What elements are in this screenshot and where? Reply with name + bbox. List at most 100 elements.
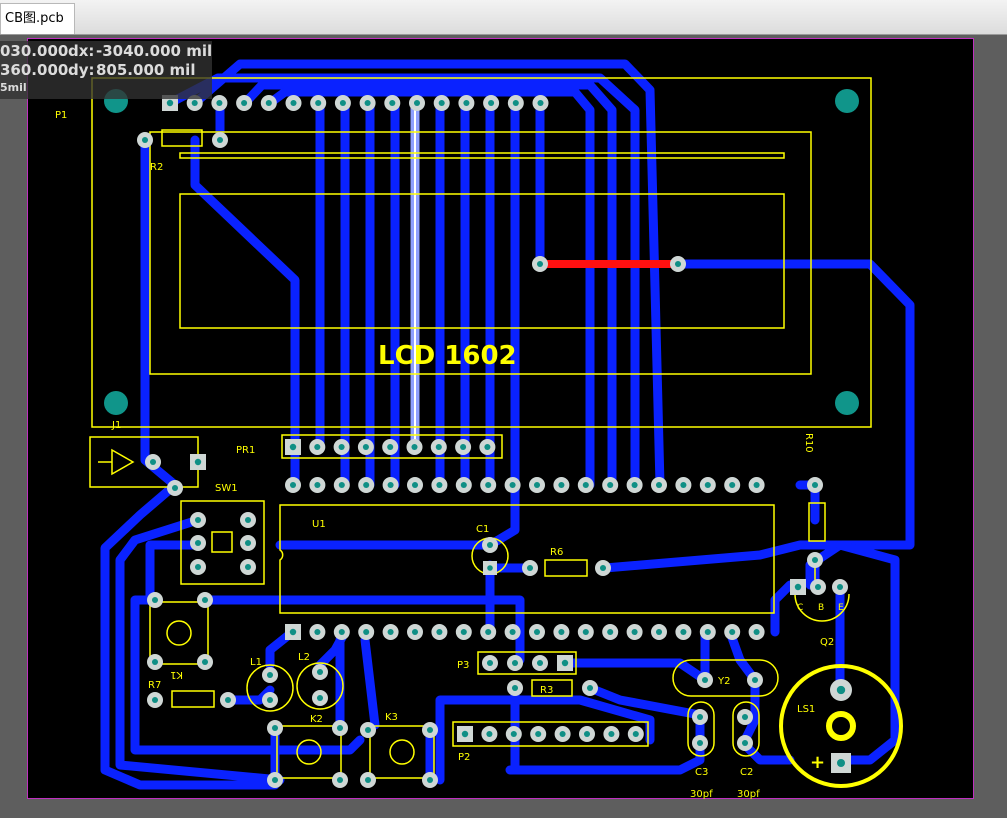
label-j1: J1: [111, 420, 121, 431]
pad-hole: [151, 696, 159, 704]
pad-hole: [510, 730, 517, 738]
pad-hole: [582, 628, 589, 636]
c3-outline: [687, 701, 715, 757]
label-l1: L1: [250, 657, 262, 668]
pad-hole: [436, 481, 443, 489]
track[interactable]: [240, 80, 617, 490]
pad-hole: [485, 628, 492, 636]
pad-hole: [608, 730, 615, 738]
pad-hole: [607, 481, 614, 489]
pad-hole: [696, 739, 704, 747]
label-q2: Q2: [820, 637, 834, 648]
k1-outline: [149, 601, 209, 665]
pad-hole: [586, 684, 594, 692]
pad-hole: [836, 583, 844, 591]
pad-hole: [338, 481, 345, 489]
pad-hole: [216, 136, 224, 144]
track[interactable]: [200, 595, 525, 665]
pad-hole: [387, 481, 394, 489]
track[interactable]: [100, 480, 280, 790]
label-pin-b: B: [818, 603, 824, 613]
track[interactable]: [675, 259, 915, 590]
pad-hole: [704, 481, 711, 489]
pad-hole: [201, 658, 209, 666]
track[interactable]: [140, 135, 180, 490]
pad-hole: [486, 659, 494, 667]
track[interactable]: [740, 740, 795, 765]
pad-hole: [794, 583, 802, 591]
pad-hole: [460, 628, 467, 636]
pad-hole: [435, 443, 442, 451]
track[interactable]: [770, 580, 795, 637]
track[interactable]: [585, 683, 705, 745]
pad-hole: [655, 481, 663, 489]
pad-hole: [336, 776, 344, 784]
r3-body: [531, 679, 573, 697]
label-sw1: SW1: [215, 483, 238, 494]
pad-hole: [488, 99, 495, 107]
u1-outline: [279, 504, 775, 614]
pad-hole: [149, 458, 157, 466]
pad-hole: [485, 481, 492, 489]
k3-button: [389, 739, 415, 765]
label-p2: P2: [458, 752, 470, 763]
label-k3: K3: [385, 712, 398, 723]
pad-hole: [680, 481, 687, 489]
pad-hole: [289, 443, 297, 451]
pad-hole: [837, 759, 845, 767]
document-tab-bar: CB图.pcb: [0, 0, 1007, 35]
pad-hole: [631, 628, 638, 636]
track[interactable]: [130, 595, 365, 755]
pad-hole: [290, 99, 297, 107]
track[interactable]: [435, 695, 655, 785]
label-c2-value: 30pf: [737, 789, 760, 800]
pad-hole: [216, 99, 223, 107]
pad-hole: [166, 99, 174, 107]
pad-hole: [436, 628, 443, 636]
pad-hole: [559, 730, 566, 738]
pad-hole: [271, 776, 279, 784]
pad-hole: [244, 563, 252, 571]
pad-hole: [701, 676, 709, 684]
pad-hole: [266, 696, 274, 704]
track[interactable]: [560, 658, 710, 685]
tab-pcb-document[interactable]: CB图.pcb: [0, 3, 75, 34]
pad-hole: [364, 99, 371, 107]
track[interactable]: [505, 740, 705, 775]
pad-hole: [486, 730, 493, 738]
pad-hole: [271, 724, 279, 732]
pad-hole: [289, 628, 297, 636]
pad-hole: [387, 443, 394, 451]
pad-hole: [413, 99, 421, 107]
track[interactable]: [190, 135, 300, 490]
pad-hole: [316, 668, 324, 676]
track[interactable]: [360, 635, 380, 730]
bottom-layer-tracks[interactable]: [100, 59, 915, 790]
j1-jack-arrow: [111, 448, 135, 476]
pad-hole: [696, 713, 704, 721]
pad-hole: [537, 99, 544, 107]
k2-button: [296, 739, 322, 765]
r2-body: [161, 129, 203, 147]
pad-hole: [363, 481, 370, 489]
track[interactable]: [190, 59, 665, 490]
track[interactable]: [145, 540, 203, 605]
track[interactable]: [740, 675, 760, 745]
sw1-center: [211, 531, 233, 553]
track[interactable]: [115, 515, 285, 785]
pad-hole: [244, 516, 252, 524]
label-r6: R6: [550, 547, 563, 558]
track[interactable]: [265, 87, 595, 490]
pad-hole: [364, 776, 372, 784]
label-k1: K1: [170, 669, 183, 680]
component-pads[interactable]: [137, 95, 852, 788]
track[interactable]: [835, 540, 900, 765]
track[interactable]: [165, 73, 640, 490]
pad-hole: [583, 730, 591, 738]
pad-hole: [836, 685, 846, 695]
label-c3-value: 30pf: [690, 789, 713, 800]
track[interactable]: [600, 540, 845, 573]
label-pr1: PR1: [236, 445, 255, 456]
pad-hole: [194, 563, 202, 571]
